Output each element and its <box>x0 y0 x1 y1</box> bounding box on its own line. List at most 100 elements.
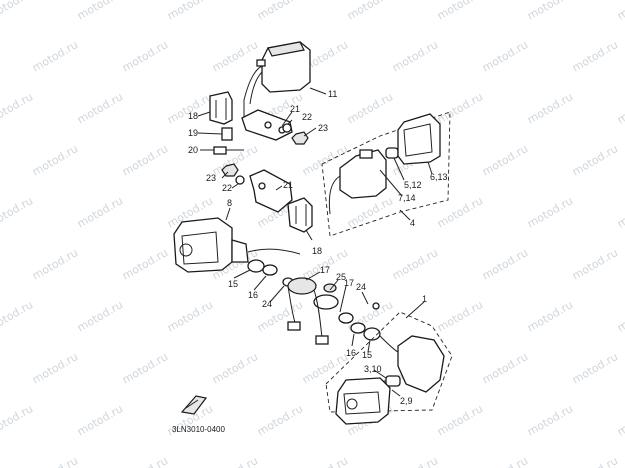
callout-19: 19 <box>188 128 198 138</box>
collar <box>221 127 233 141</box>
watermark-text: motod.ru <box>525 90 575 126</box>
watermark-text: motod.ru <box>0 90 35 126</box>
callout-24-left: 24 <box>262 299 272 309</box>
watermark-text: motod.ru <box>300 454 350 468</box>
watermark-text: motod.ru <box>75 194 125 230</box>
watermark-text: motod.ru <box>120 454 170 468</box>
watermark-text: motod.ru <box>525 402 575 438</box>
callout-5-12: 5,12 <box>404 180 422 190</box>
watermark-text: motod.ru <box>0 298 35 334</box>
watermark-text: motod.ru <box>255 402 305 438</box>
callout-2-9: 2,9 <box>400 396 413 406</box>
watermark-text: motod.ru <box>30 142 80 178</box>
watermark-text: motod.ru <box>75 298 125 334</box>
watermark-text: motod.ru <box>525 0 575 23</box>
watermark-text: motod.ru <box>525 194 575 230</box>
diagram-code: 3LN3010-0400 <box>172 425 225 434</box>
watermark-text: motod.ru <box>480 350 530 386</box>
callout-1: 1 <box>422 294 427 304</box>
watermark-text: motod.ru <box>480 142 530 178</box>
watermark-text: motod.ru <box>30 246 80 282</box>
callout-24-right: 24 <box>356 282 366 292</box>
turn-signal-body-right <box>328 147 399 215</box>
callout-23-lower: 23 <box>206 173 216 183</box>
callout-17-left: 17 <box>320 265 330 275</box>
callout-6-13: 6,13 <box>430 172 448 182</box>
lens-rect <box>397 113 441 165</box>
watermark-text: motod.ru <box>210 350 260 386</box>
turn-signal-upper-assembly <box>243 41 311 120</box>
watermark-text: motod.ru <box>615 298 625 334</box>
clamp-lower <box>287 197 313 233</box>
grommet-group-right <box>338 302 381 341</box>
nut-upper <box>291 131 309 145</box>
turn-signal-lower-right <box>379 335 445 393</box>
callout-16-left: 16 <box>248 290 258 300</box>
watermark-text: motod.ru <box>435 298 485 334</box>
watermark-text: motod.ru <box>120 142 170 178</box>
callout-22-upper: 22 <box>302 112 312 122</box>
watermark-text: motod.ru <box>120 38 170 74</box>
watermark-text: motod.ru <box>615 90 625 126</box>
bracket-upper <box>241 109 293 141</box>
callout-18-upper: 18 <box>188 111 198 121</box>
assembly-outline <box>321 111 451 237</box>
watermark-text: motod.ru <box>435 402 485 438</box>
watermark-text: motod.ru <box>615 194 625 230</box>
watermark-text: motod.ru <box>0 194 35 230</box>
callout-15-left: 15 <box>228 279 238 289</box>
watermark-text: motod.ru <box>435 194 485 230</box>
callout-21-lower: 21 <box>283 180 293 190</box>
washer-upper <box>282 123 292 133</box>
front-arrow-icon <box>180 395 208 415</box>
callout-4: 4 <box>410 218 415 228</box>
watermark-text: motod.ru <box>570 246 620 282</box>
watermark-text: motod.ru <box>345 90 395 126</box>
watermark-text: motod.ru <box>75 0 125 23</box>
callout-7-14: 7,14 <box>398 193 416 203</box>
watermark-text: motod.ru <box>165 298 215 334</box>
watermark-text: motod.ru <box>390 454 440 468</box>
watermark-text: motod.ru <box>255 0 305 23</box>
watermark-text: motod.ru <box>435 0 485 23</box>
watermark-text: motod.ru <box>480 454 530 468</box>
watermark-text: motod.ru <box>0 402 35 438</box>
watermark-text: motod.ru <box>345 194 395 230</box>
nut-lower <box>221 163 239 177</box>
callout-17-right: 17 <box>344 278 354 288</box>
watermark-text: motod.ru <box>30 454 80 468</box>
callout-15-right: 15 <box>362 350 372 360</box>
watermark-text: motod.ru <box>30 38 80 74</box>
watermark-text: motod.ru <box>0 0 35 23</box>
watermark-text: motod.ru <box>390 246 440 282</box>
watermark-text: motod.ru <box>210 38 260 74</box>
callout-21-upper: 21 <box>290 104 300 114</box>
watermark-text: motod.ru <box>570 38 620 74</box>
watermark-text: motod.ru <box>480 38 530 74</box>
watermark-text: motod.ru <box>525 298 575 334</box>
callout-18-lower: 18 <box>312 246 322 256</box>
watermark-text: motod.ru <box>615 0 625 23</box>
watermark-text: motod.ru <box>210 454 260 468</box>
watermark-text: motod.ru <box>30 350 80 386</box>
callout-25: 25 <box>336 272 346 282</box>
watermark-text: motod.ru <box>435 90 485 126</box>
callout-20: 20 <box>188 145 198 155</box>
watermark-text: motod.ru <box>345 0 395 23</box>
callout-22-lower: 22 <box>222 183 232 193</box>
callout-23-upper: 23 <box>318 123 328 133</box>
callout-11: 11 <box>328 89 337 99</box>
leader-lines <box>197 87 433 397</box>
watermark-text: motod.ru <box>615 402 625 438</box>
watermark-text: motod.ru <box>120 246 170 282</box>
clamp-upper <box>209 91 233 125</box>
watermark-text: motod.ru <box>165 0 215 23</box>
callout-labels: 11 18 19 20 21 22 23 23 22 21 18 8 4 7,1… <box>188 89 448 406</box>
watermark-text: motod.ru <box>120 350 170 386</box>
watermark-text: motod.ru <box>75 402 125 438</box>
watermark-text: motod.ru <box>390 38 440 74</box>
turn-signal-left <box>173 217 301 273</box>
watermark-text: motod.ru <box>75 90 125 126</box>
